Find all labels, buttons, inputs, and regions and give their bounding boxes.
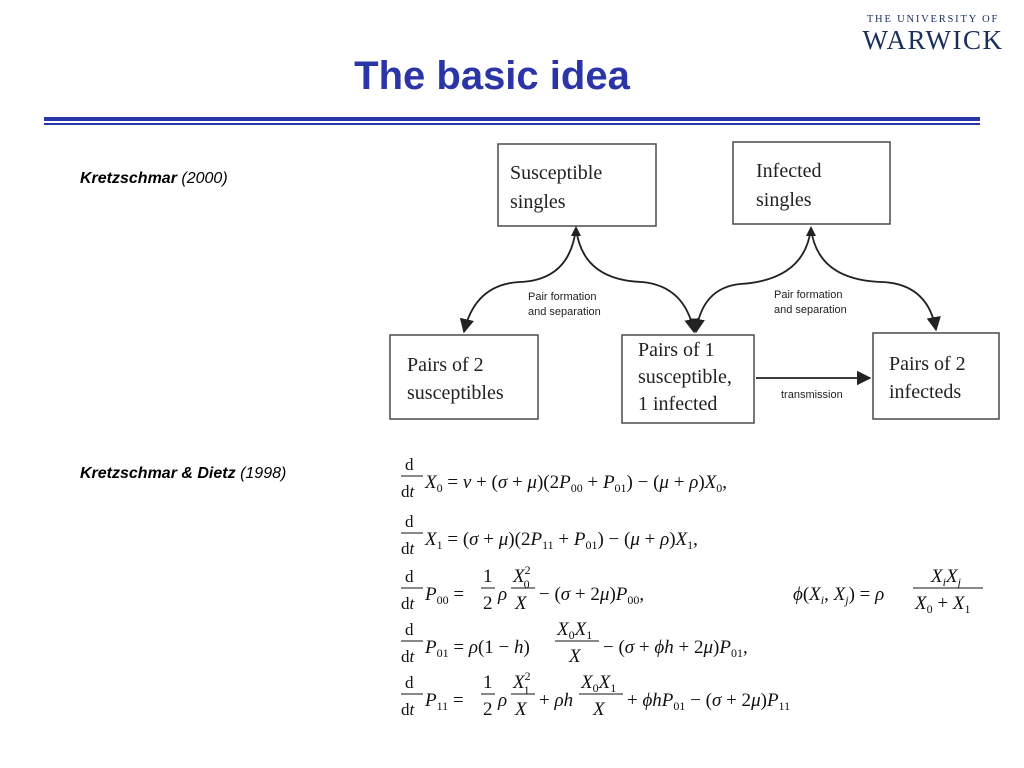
svg-text:d: d	[405, 512, 414, 531]
svg-text:X0 = ν + (σ + μ)(2P00 + P01) −: X0 = ν + (σ + μ)(2P00 + P01) − (μ + ρ)X0…	[424, 472, 727, 495]
reference-kretzschmar-dietz-1998: Kretzschmar & Dietz (1998)	[80, 465, 286, 483]
svg-text:dt: dt	[401, 539, 416, 558]
reference-author: Kretzschmar & Dietz	[80, 465, 236, 482]
svg-text:P01 = ρ(1 − h): P01 = ρ(1 − h)	[424, 637, 530, 660]
svg-text:1: 1	[483, 672, 493, 693]
svg-text:d: d	[405, 455, 414, 474]
arrow-to-pairs-susceptibles	[459, 227, 577, 334]
svg-text:2: 2	[483, 699, 493, 720]
arrowhead-up-left	[571, 226, 581, 236]
svg-text:X: X	[514, 593, 528, 614]
edge-label: Pair formation	[774, 289, 842, 301]
box-infected-singles	[732, 141, 891, 225]
box-pairs-mixed	[621, 334, 755, 424]
arrow-to-pairs-infecteds	[810, 227, 941, 332]
svg-text:P00 =: P00 =	[424, 584, 464, 607]
box-label: infecteds	[889, 381, 961, 403]
svg-text:d: d	[405, 673, 414, 692]
svg-text:X21: X21	[512, 669, 531, 697]
svg-text:ϕ(Xi, Xj) = ρ: ϕ(Xi, Xj) = ρ	[793, 584, 884, 607]
title-rule-thick	[44, 117, 980, 121]
svg-text:X0X1: X0X1	[580, 672, 616, 695]
title-rule-thin	[44, 123, 980, 125]
box-label: Susceptible	[510, 162, 602, 184]
svg-text:X: X	[568, 646, 582, 667]
box-susceptible-singles	[497, 143, 657, 227]
box-label: susceptibles	[407, 382, 504, 404]
pair-model-diagram: Susceptible singles Infected singles Pai…	[389, 141, 1000, 424]
svg-text:X: X	[592, 699, 606, 720]
svg-text:X0X1: X0X1	[556, 619, 592, 642]
arrow-to-pairs-mixed-right	[690, 227, 812, 334]
svg-text:d: d	[405, 620, 414, 639]
reference-kretzschmar-2000: Kretzschmar (2000)	[80, 170, 228, 188]
equations-image: d dt X0 = ν + (σ + μ)(2P00 + P01) − (μ +…	[401, 455, 983, 720]
box-label: Pairs of 2	[407, 354, 484, 376]
svg-text:dt: dt	[401, 700, 416, 719]
box-pairs-infecteds	[872, 332, 1000, 420]
svg-text:ρ: ρ	[497, 584, 507, 605]
svg-text:ρ: ρ	[497, 690, 507, 711]
box-label: singles	[510, 191, 566, 213]
arrow-to-pairs-mixed-left	[575, 227, 699, 334]
box-label: Infected	[756, 160, 822, 182]
reference-year: (1998)	[240, 465, 287, 482]
svg-text:1: 1	[483, 566, 493, 587]
svg-text:+ ϕhP01 − (σ + 2μ)P11: + ϕhP01 − (σ + 2μ)P11	[627, 690, 790, 713]
box-label: 1 infected	[638, 393, 717, 415]
svg-text:dt: dt	[401, 482, 416, 501]
svg-text:X0 + X1: X0 + X1	[914, 593, 970, 616]
svg-text:dt: dt	[401, 594, 416, 613]
logo-main-text: WARWICK	[862, 25, 1004, 55]
svg-text:− (σ + ϕh + 2μ)P01,: − (σ + ϕh + 2μ)P01,	[603, 637, 748, 660]
box-label: Pairs of 2	[889, 353, 966, 375]
svg-text:X: X	[514, 699, 528, 720]
box-pairs-susceptibles	[389, 334, 539, 420]
svg-text:d: d	[405, 567, 414, 586]
reference-year: (2000)	[181, 170, 228, 187]
svg-text:XiXj: XiXj	[930, 566, 962, 589]
edge-label: Pair formation	[528, 291, 596, 303]
slide-title: The basic idea	[354, 54, 630, 98]
svg-text:dt: dt	[401, 647, 416, 666]
edge-label: and separation	[528, 306, 601, 318]
logo-top-text: THE UNIVERSITY OF	[866, 14, 1000, 25]
svg-text:X20: X20	[512, 563, 531, 591]
svg-text:2: 2	[483, 593, 493, 614]
box-label: singles	[756, 189, 812, 211]
box-label: susceptible,	[638, 366, 732, 388]
reference-author: Kretzschmar	[80, 170, 177, 187]
svg-text:X1 = (σ + μ)(2P11 + P01) − (μ: X1 = (σ + μ)(2P11 + P01) − (μ + ρ)X1,	[424, 529, 698, 552]
svg-text:+ ρh: + ρh	[539, 690, 573, 711]
edge-label-transmission: transmission	[781, 389, 843, 401]
edge-label: and separation	[774, 304, 847, 316]
arrowhead-up-right	[806, 226, 816, 236]
svg-text:− (σ + 2μ)P00,: − (σ + 2μ)P00,	[539, 584, 644, 607]
svg-text:P11 =: P11 =	[424, 690, 464, 713]
box-label: Pairs of 1	[638, 339, 715, 361]
university-logo: THE UNIVERSITY OF WARWICK	[858, 14, 1008, 55]
